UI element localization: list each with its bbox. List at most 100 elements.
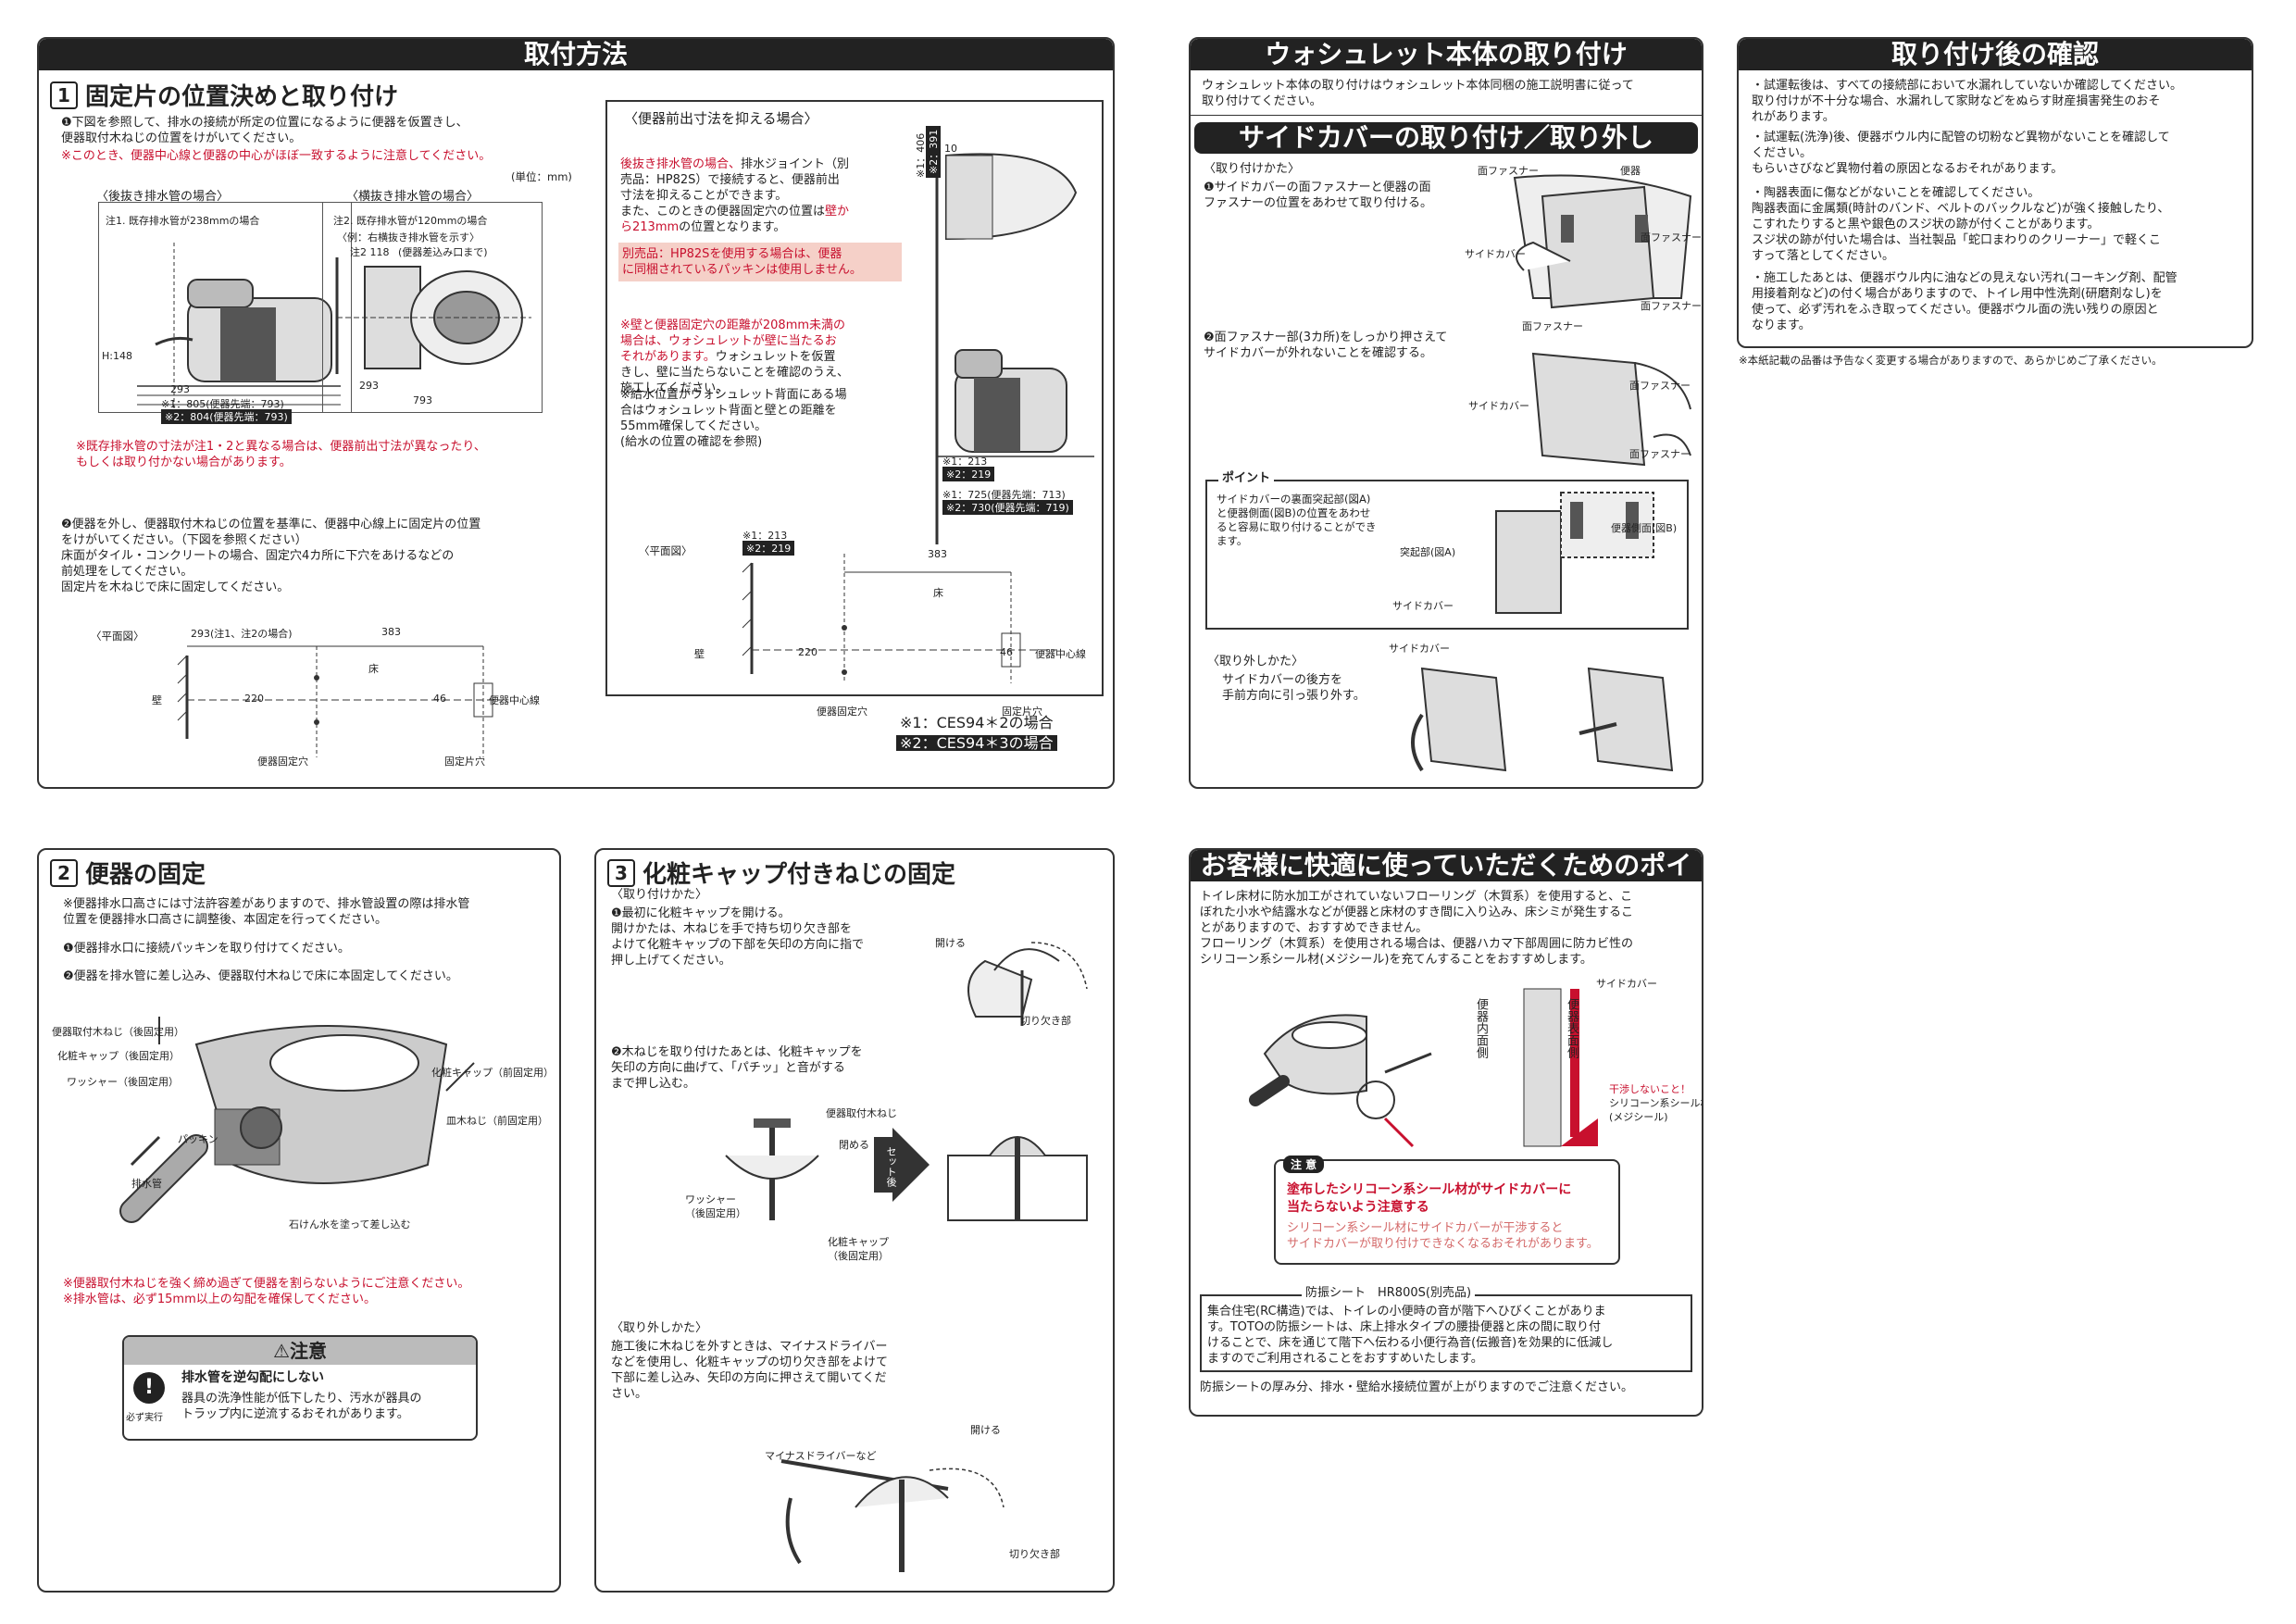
label-rear-washer: ワッシャー（後固定用） [67,1076,179,1088]
label-drain-pipe: 排水管 [131,1178,162,1190]
open2-label: 開ける [970,1424,1001,1436]
sidecover-label-1: サイドカバー [1465,248,1526,260]
point-label: ポイント [1218,470,1275,486]
set-label: セット後 [885,1146,897,1187]
plan-r-floor: 床 [933,587,943,599]
point-text: サイドカバーの裏面突起部(図A) と便器側面(図B)の位置をあわせ ると容易に取… [1217,493,1377,547]
comfort-panel: お客様に快適に使っていただくためのポイント トイレ床材に防水加工がされていないフ… [1189,848,1703,1417]
caution-box: ⚠注意 ! 必ず実行 排水管を逆勾配にしない 器具の洗浄性能が低下したり、汚水が… [122,1335,478,1441]
fix-toilet-panel: 2 便器の固定 ※便器排水口高さには寸法許容差がありますので、排水管設置の際は排… [37,848,561,1593]
s2-step1: ❶便器排水口に接続パッキンを取り付けてください。 [63,942,350,956]
s2-warnings: ※便器取付木ねじを強く締め過ぎて便器を割らないようにご注意ください。 ※排水管は… [63,1277,470,1306]
front-p2: ※壁と便器固定穴の距離が208mm未満の 場合は、ウォシュレットが壁に当たるお … [620,319,850,395]
front-219b: ※2：219 [742,541,795,556]
s3-step2: ❷木ねじを取り付けたあとは、化粧キャップを 矢印の方向に曲げて、「パチッ」と音が… [611,1045,863,1091]
sidecover-press-illustration [1531,352,1691,467]
washlet-divider [1191,115,1702,116]
comfort-no-touch: 干渉しないこと！ [1609,1083,1691,1095]
plan-hole: 便器固定穴 [257,756,308,768]
open-label: 開ける [935,937,966,949]
fastener-label-4: 面ファスナー [1522,320,1583,332]
section2-title-text: 便器の固定 [85,861,206,889]
sealant-illustration [1249,988,1598,1148]
front-10: 10 [944,143,957,155]
comfort-note-red: 塗布したシリコーン系シール材がサイドカバーに 当たらないよう注意する [1287,1182,1572,1215]
washlet-text: ウォシュレット本体の取り付けはウォシュレット本体同梱の施工説明書に従って 取り付… [1202,79,1634,108]
section3-title: 3 化粧キャップ付きねじの固定 [607,856,955,890]
install-panel: 取付方法 1 固定片の位置決めと取り付け ❶下図を参照して、排水の接続が所定の位… [37,37,1115,789]
dim-793: 793 [413,394,432,406]
caution-text: 器具の洗浄性能が低下したり、汚水が器具の トラップ内に逆流するおそれがあります。 [181,1392,422,1421]
fastener-label-2: 面ファスナー [1641,231,1702,244]
s1-existing-note: ※既存排水管の寸法が注1・2と異なる場合は、便器前出寸法が異なったり、 もしくは… [76,440,486,469]
fastener-label-5: 面ファスナー [1629,380,1691,392]
point-illustration [1495,492,1654,614]
plan-view-right [742,554,1057,683]
unit-label: (単位：mm) [511,170,572,183]
front-dimension-box [605,100,1104,696]
s2-step2: ❷便器を排水管に差し込み、便器取付木ねじで床に本固定してください。 [63,969,458,983]
s1-step1: ❶下図を参照して、排水の接続が所定の位置になるように便器を仮置きし、 便器取付木… [61,116,468,145]
s3-how: 〈取り付けかた〉 [611,888,708,902]
plan-r-46: 46 [1000,646,1013,658]
case-side-frame [322,202,543,413]
screw-label: 便器取付木ねじ [826,1107,897,1119]
dim-293: 293 [170,383,190,395]
case-side: 〈横抜き排水管の場合〉 [346,190,480,204]
after-check-panel: 取り付け後の確認 ・試運転後は、すべての接続部において水漏れしていないか確認して… [1737,37,2253,348]
comfort-note-label: 注 意 [1283,1156,1325,1173]
plan-r-piece: 固定片穴 [1002,706,1042,718]
section2-title: 2 便器の固定 [50,856,206,890]
label-rear-screw: 便器取付木ねじ（後固定用） [52,1026,184,1038]
caution-icon: ! [133,1372,165,1404]
plan-383: 383 [381,626,401,638]
front-213b: ※1：213 [742,530,788,542]
notch-label: 切り欠き部 [1020,1015,1071,1027]
protrusion-label: 突起部(図A) [1400,546,1456,558]
remove-illustration [1411,667,1674,772]
sidecover-step2: ❷面ファスナー部(3カ所)をしっかり押さえて サイドカバーが外れないことを確認す… [1204,331,1448,360]
point-box [1205,480,1689,630]
after-item-2: ・試運転(洗浄)後、便器ボウル内に配管の切粉など異物がないことを確認して くださ… [1752,131,2170,176]
plan-label-right: 〈平面図〉 [639,544,693,557]
toilet-label: 便器 [1620,165,1641,177]
cap-screw-panel: 3 化粧キャップ付きねじの固定 〈取り付けかた〉 ❶最初に化粧キャップを開ける。… [594,848,1115,1593]
install-header: 取付方法 [39,39,1113,70]
note1-label: 注1. 既存排水管が238mmの場合 [106,215,260,227]
washer-label: ワッシャー （後固定用） [685,1193,746,1219]
mark1-label: ※1：805(便器先端：793) [161,398,284,410]
comfort-outer: 便器表面側 [1565,998,1578,1058]
note2-label: 注2. 既存排水管が120mmの場合 [333,215,488,227]
s2-note: ※便器排水口高さには寸法許容差がありますので、排水管設置の際は排水管 位置を便器… [63,897,470,927]
comfort-inner: 便器内面側 [1474,998,1488,1058]
front-730: ※2：730(便器先端：719) [942,500,1073,515]
comfort-sidecover: サイドカバー [1596,978,1657,990]
plan-220: 220 [244,693,264,705]
section3-title-text: 化粧キャップ付きねじの固定 [643,861,956,889]
front-725: ※1：725(便器先端：713) [942,489,1066,501]
legend-2: ※2：CES94＊3の場合 [896,735,1057,751]
mark2-label: ※2：804(便器先端：793) [161,409,292,424]
side-b-label: 便器側面(図B) [1611,522,1678,534]
label-packing: パッキン [178,1133,218,1145]
case-rear-illustration [137,243,341,409]
label-front-cap: 化粧キャップ（前固定用） [431,1067,554,1079]
notch2-label: 切り欠き部 [1009,1548,1060,1560]
cap-open-illustration [967,942,1088,1026]
dim-293-b: 293 [359,380,379,392]
vibration-text: 集合住宅(RC構造)では、トイレの小便時の音が階下へひびくことがありま す。TO… [1207,1305,1614,1366]
s1-step1-warning: ※このとき、便器中心線と便器の中心がほぼ一致するように注意してください。 [61,149,492,163]
sidecover-step1: ❶サイドカバーの面ファスナーと便器の面 ファスナーの位置をあわせて取り付ける。 [1204,181,1433,210]
after-item-3: ・陶器表面に傷などがないことを確認してください。 陶器表面に金属類(時計のバンド… [1752,186,2170,263]
caution-bold: 排水管を逆勾配にしない [181,1370,324,1385]
s3-remove: 〈取り外しかた〉 [611,1321,708,1335]
label-soap: 石けん水を塗って差し込む [289,1218,411,1230]
plan-piece: 固定片穴 [444,756,485,768]
section1-number: 1 [50,81,78,109]
washlet-header: ウォシュレット本体の取り付け [1191,39,1702,70]
driver-label: マイナスドライバーなど [765,1450,877,1462]
front-box-note: 別売品：HP82Sを使用する場合は、便器 に同梱されているパッキンは使用しません… [618,243,902,281]
label-rear-cap: 化粧キャップ（後固定用） [57,1050,180,1062]
comfort-header: お客様に快適に使っていただくためのポイント [1191,850,1702,912]
plan-46: 46 [433,693,446,705]
